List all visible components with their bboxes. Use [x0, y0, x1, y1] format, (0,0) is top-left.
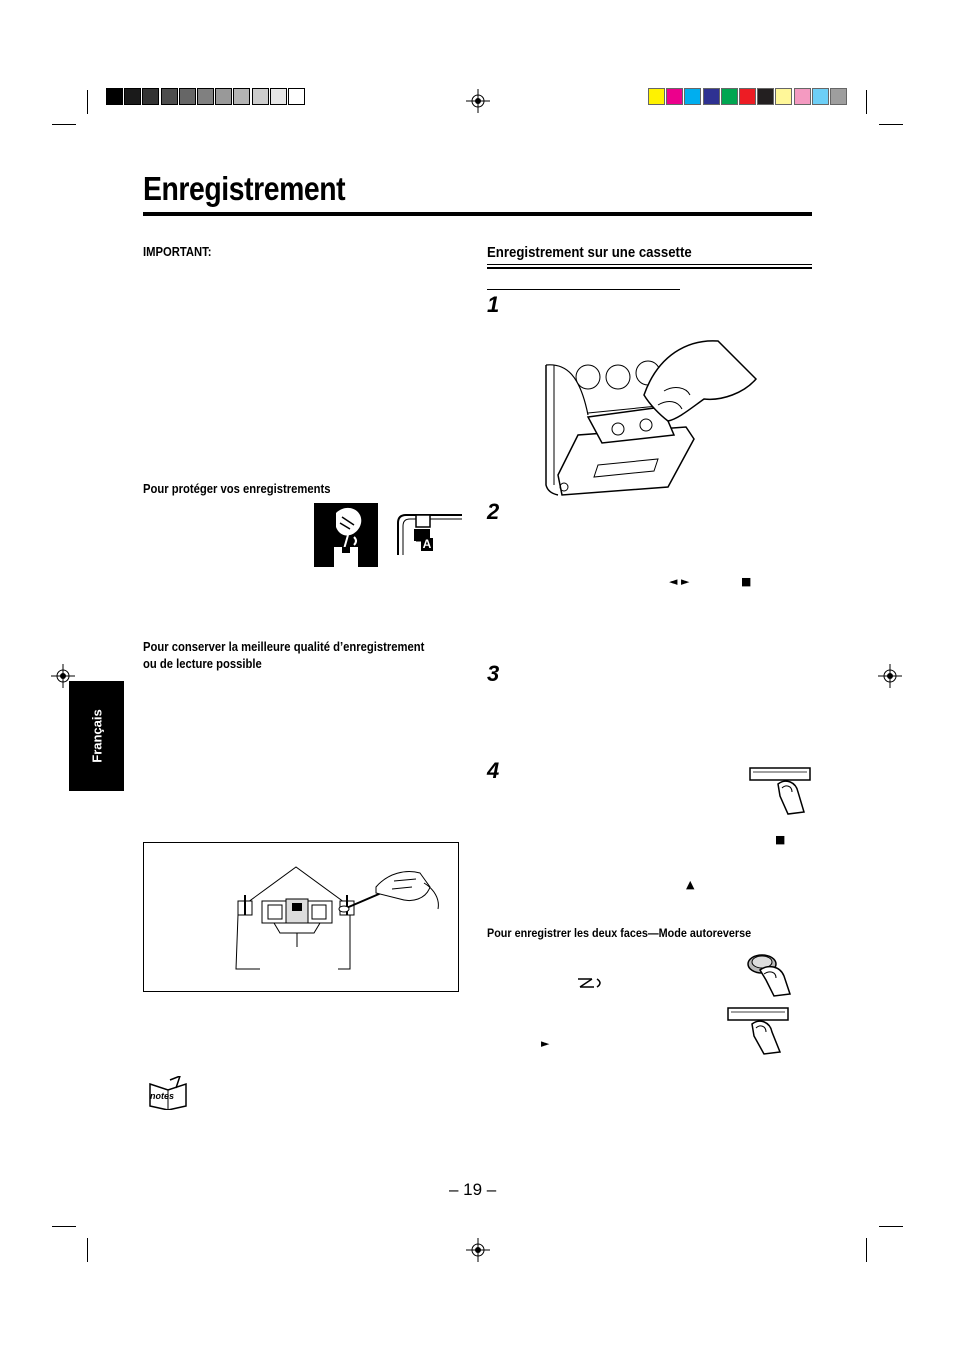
- eject-symbol: ▲: [686, 878, 695, 891]
- gray-swatch: [178, 88, 196, 105]
- step-number: 1: [487, 292, 500, 317]
- notes-icon: [149, 1076, 187, 1110]
- crop-mark: [866, 1238, 867, 1262]
- color-swatch: [739, 88, 756, 105]
- crop-mark: [87, 90, 88, 114]
- quality-heading-line1: Pour conserver la meilleure qualité d’en…: [143, 640, 425, 654]
- reverse-mode-icon: [578, 978, 601, 988]
- crop-mark: [879, 1226, 903, 1227]
- page-number: – 19 –: [449, 1180, 497, 1199]
- record-button-press-icon: [727, 1007, 789, 1055]
- color-swatch: [811, 88, 829, 105]
- stop-symbol: ■: [775, 833, 786, 846]
- crop-mark: [879, 124, 903, 125]
- language-side-tab-label: Français: [89, 709, 104, 763]
- color-swatch: [720, 88, 738, 105]
- color-swatch: [793, 88, 811, 105]
- tab-a-label: A: [421, 537, 433, 551]
- protect-heading: Pour protéger vos enregistrements: [143, 482, 331, 496]
- color-swatch: [684, 88, 702, 105]
- cassette-corner-illustration: [397, 514, 462, 555]
- step-number: 2: [487, 499, 500, 524]
- section-heading: Enregistrement sur une cassette: [487, 244, 692, 261]
- rewind-ff-symbol: ◄ ►: [669, 575, 690, 588]
- section-rule-bottom: [487, 267, 812, 269]
- reverse-mode-button-press-icon: [747, 954, 792, 997]
- crop-mark: [52, 1226, 76, 1227]
- color-swatch: [666, 88, 684, 105]
- gray-swatch: [215, 88, 233, 105]
- section-rule-top: [487, 264, 812, 265]
- notes-icon-label: notes: [150, 1091, 175, 1101]
- registration-mark-icon: [51, 664, 75, 688]
- language-side-tab: Français: [69, 681, 124, 791]
- subsection-rule: [487, 289, 680, 290]
- crop-mark: [52, 124, 76, 125]
- gray-swatch: [288, 88, 305, 105]
- color-swatch: [702, 88, 720, 105]
- title-rule: [143, 212, 812, 216]
- page-title: Enregistrement: [143, 170, 346, 207]
- gray-swatch: [197, 88, 214, 105]
- play-symbol: ►: [541, 1037, 550, 1050]
- registration-mark-icon: [466, 1238, 490, 1262]
- cassette-tab-break-illustration: [314, 503, 378, 567]
- head-cleaning-illustration: [235, 866, 439, 970]
- color-swatch: [830, 88, 847, 105]
- gray-swatch: [106, 88, 123, 105]
- cassette-insert-illustration: [545, 340, 758, 496]
- gray-swatch: [269, 88, 287, 105]
- record-button-press-icon: [749, 767, 811, 815]
- quality-heading-line2: ou de lecture possible: [143, 657, 262, 671]
- important-label: IMPORTANT:: [143, 245, 212, 259]
- gray-swatch: [251, 88, 269, 105]
- gray-swatch: [233, 88, 251, 105]
- registration-mark-icon: [878, 664, 902, 688]
- color-swatch: [775, 88, 793, 105]
- autoreverse-heading: Pour enregistrer les deux faces—Mode aut…: [487, 926, 752, 940]
- crop-mark: [87, 1238, 88, 1262]
- gray-swatch: [124, 88, 142, 105]
- step-number: 3: [487, 661, 500, 686]
- gray-swatch: [142, 88, 160, 105]
- color-swatch: [757, 88, 775, 105]
- color-swatch: [648, 88, 665, 105]
- registration-mark-icon: [466, 89, 490, 113]
- gray-swatch: [160, 88, 178, 105]
- step-number: 4: [487, 758, 500, 783]
- head-cleaning-illustration-box: [143, 842, 459, 992]
- stop-symbol: ■: [741, 575, 752, 588]
- crop-mark: [866, 90, 867, 114]
